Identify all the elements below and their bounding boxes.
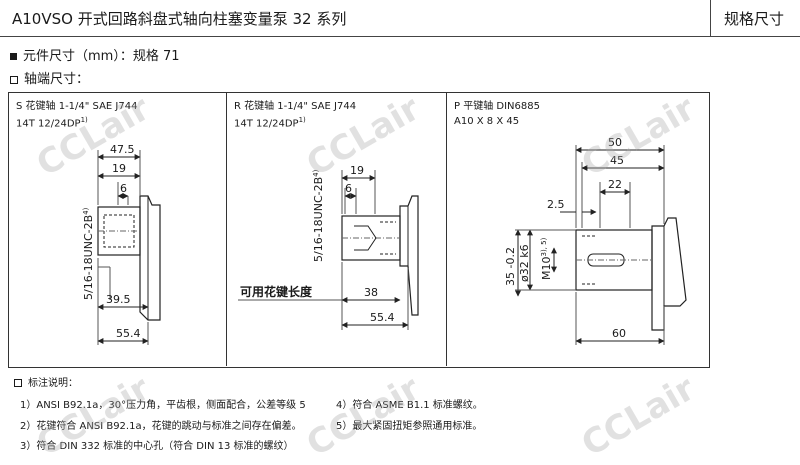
dim-s-39-5: 39.5 [106,293,131,306]
usable-spline-label: 可用花键长度 [240,284,313,299]
header-right-label: 规格尺寸 [723,10,784,28]
panel-separator [226,92,227,366]
thread-label-r-text: 5/16-18UNC-2B [312,177,325,262]
panel-p-title-1: P 平键轴 DIN6885 [454,101,540,112]
header-rule [0,36,800,37]
panel-s-title-1: S 花键轴 1-1/4" SAE J744 [16,101,138,112]
hollow-square-icon [14,379,22,387]
dim-p-45: 45 [610,154,624,167]
dim-r-55-4: 55.4 [370,311,395,324]
panel-r-title-1: R 花键轴 1-1/4" SAE J744 [234,101,357,112]
footnote-ref: 1) [80,116,88,124]
notes-heading-text: 标注说明： [28,378,78,389]
thread-label-s-text: 5/16-18UNC-2B [82,215,95,300]
panel-p-drawing [515,145,687,345]
panel-r-drawing [238,170,419,330]
dim-r-6: 6 [345,182,352,195]
notes-heading: 标注说明： [14,374,78,389]
dim-s-19: 19 [112,162,126,175]
header-divider [710,0,711,36]
dim-p-2-5: 2.5 [547,198,565,211]
panel-separator [446,92,447,366]
thread-label-p-text: M10 [540,257,553,281]
dim-r-38: 38 [364,286,378,299]
panel-r-title-2: 14T 12/24DP1) [234,116,306,129]
section-title-text: 元件尺寸（mm）：规格 71 [23,49,180,64]
footnote-ref: 1) [298,116,306,124]
note-item: 2）花键符合 ANSI B92.1a，花键的跳动与标准之间存在偏差。 [20,421,302,432]
note-item: 4）符合 ASME B1.1 标准螺纹。 [336,400,483,411]
panel-s-title-2: 14T 12/24DP1) [16,116,88,129]
note-item: 1）ANSI B92.1a，30°压力角，平齿根，侧面配合，公差等级 5 [20,400,306,411]
panel-p-title-2: A10 X 8 X 45 [454,116,520,127]
header-bar: A10VSO 开式回路斜盘式轴向柱塞变量泵 32 系列 规格尺寸 [0,0,800,37]
panel-s-drawing [97,150,161,345]
panel-r-spline-spec: 14T 12/24DP [234,118,299,130]
footnote-ref: 4) [312,169,320,176]
panel-s-spline-spec: 14T 12/24DP [16,118,81,130]
section-title: 元件尺寸（mm）：规格 71 [10,45,180,64]
footnote-ref: 4) [82,207,90,214]
thread-label-s: 5/16-18UNC-2B4) [82,207,95,300]
shaft-panels-frame [8,92,710,368]
dim-p-35: 35 -0.2 [504,247,517,286]
hollow-square-icon [10,75,18,84]
thread-label-p: M103), 5) [540,237,553,280]
page-title: A10VSO 开式回路斜盘式轴向柱塞变量泵 32 系列 [12,10,347,28]
dim-p-dia-32: ø32 k6 [518,244,531,282]
thread-label-r: 5/16-18UNC-2B4) [312,169,325,262]
dim-p-50: 50 [608,136,622,149]
dim-p-22: 22 [608,178,622,191]
dim-s-47-5: 47.5 [110,143,135,156]
note-item: 3）符合 DIN 332 标准的中心孔（符合 DIN 13 标准的螺纹） [20,441,294,452]
shaft-title: 轴端尺寸： [10,68,89,87]
dim-r-19: 19 [350,164,364,177]
filled-square-icon [10,53,17,60]
note-item: 5）最大紧固扭矩参照通用标准。 [336,421,483,432]
dim-s-55-4: 55.4 [116,327,141,340]
dim-p-60: 60 [612,327,626,340]
shaft-title-text: 轴端尺寸： [24,72,90,87]
dim-s-6: 6 [120,182,127,195]
footnote-ref: 3), 5) [540,237,548,256]
